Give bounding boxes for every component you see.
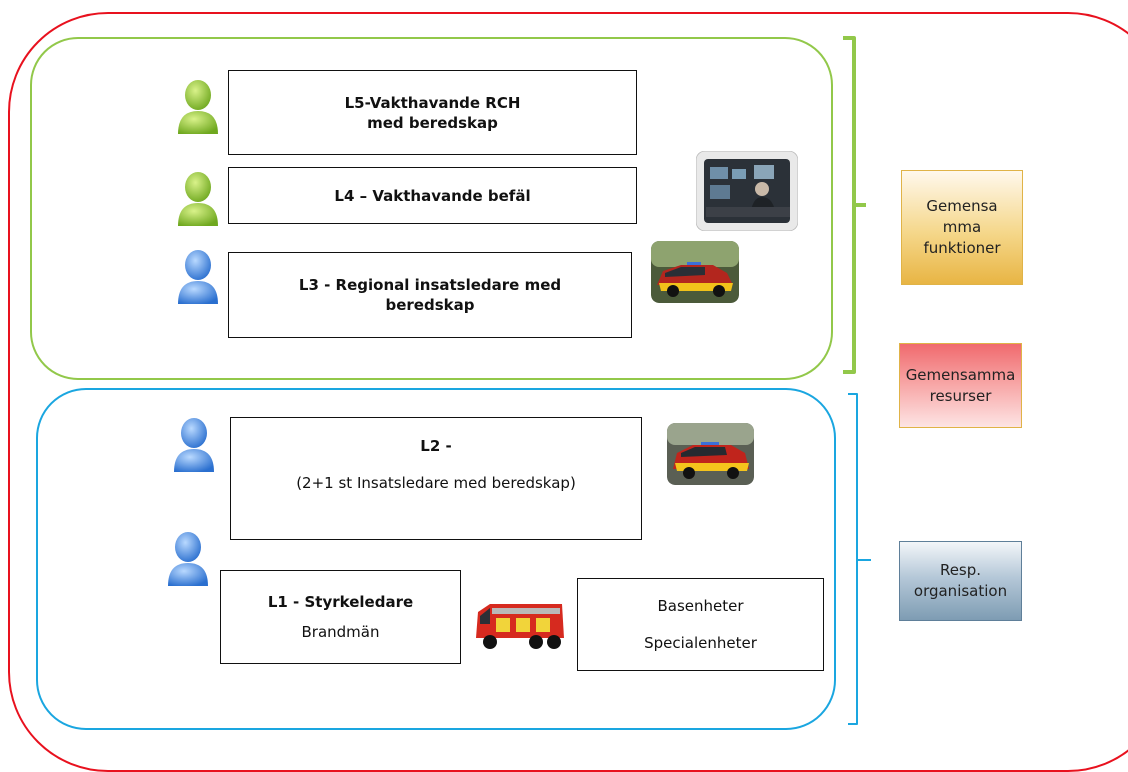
person-icon: [178, 80, 218, 134]
level-2-box: L2 - (2+1 st Insatsledare med beredskap): [230, 417, 642, 540]
level-2-subtitle: (2+1 st Insatsledare med beredskap): [296, 474, 576, 492]
level-3-box: L3 - Regional insatsledare med beredskap: [228, 252, 632, 338]
level-1-box: L1 - Styrkeledare Brandmän: [220, 570, 461, 664]
level-5-label: L5-Vakthavande RCH med beredskap: [344, 93, 521, 132]
command-car-photo: [651, 241, 739, 303]
green-brace-icon: [843, 36, 866, 374]
respective-organisation-group: [36, 388, 836, 730]
level-1-subtitle: Brandmän: [301, 623, 380, 641]
person-icon: [178, 172, 218, 226]
level-3-label: L3 - Regional insatsledare med beredskap: [298, 276, 562, 314]
control-room-photo: [696, 151, 798, 231]
person-icon: [178, 250, 218, 304]
level-4-box: L4 – Vakthavande befäl: [228, 167, 637, 224]
shared-functions-label-box: Gemensa mma funktioner: [901, 170, 1023, 285]
units-line-1: Basenheter: [657, 597, 744, 615]
resp-organisation-label: Resp. organisation: [913, 561, 1008, 600]
person-icon: [168, 532, 208, 586]
shared-resources-label: Gemensamma resurser: [905, 365, 1016, 405]
resp-organisation-label-box: Resp. organisation: [899, 541, 1022, 621]
units-box: Basenheter Specialenheter: [577, 578, 824, 671]
level-5-box: L5-Vakthavande RCH med beredskap: [228, 70, 637, 155]
fire-truck-photo: [470, 590, 570, 660]
units-line-2: Specialenheter: [644, 634, 757, 652]
shared-functions-label: Gemensa mma funktioner: [923, 197, 1001, 257]
blue-brace-icon: [848, 393, 871, 725]
shared-resources-label-box: Gemensamma resurser: [899, 343, 1022, 428]
level-4-label: L4 – Vakthavande befäl: [334, 186, 531, 205]
level-1-title: L1 - Styrkeledare: [267, 593, 414, 611]
level-2-title: L2 -: [420, 437, 452, 455]
command-car-photo: [667, 423, 754, 485]
person-icon: [174, 418, 214, 472]
shared-functions-group: [30, 37, 833, 380]
